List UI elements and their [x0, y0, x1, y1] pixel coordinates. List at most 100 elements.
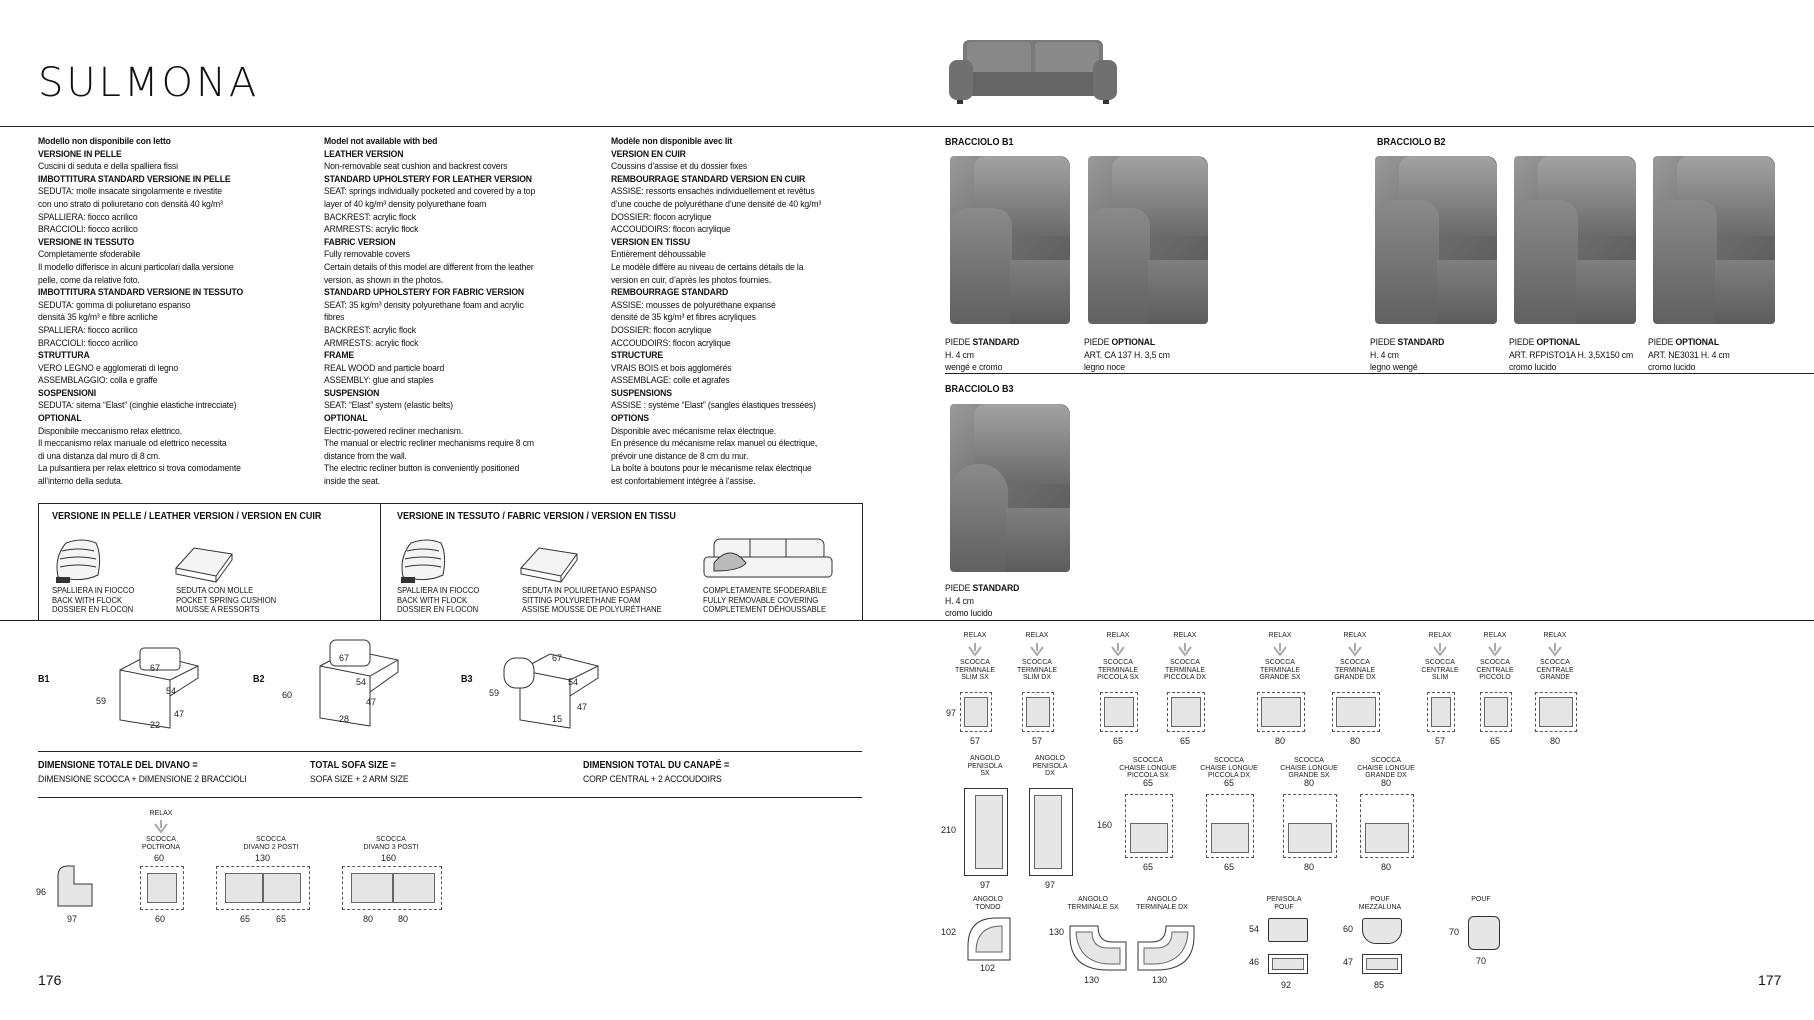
- spec-line: BRACCIOLI: fiocco acrilico: [38, 337, 138, 349]
- module-width: 65: [1179, 736, 1190, 746]
- module-seat: [351, 873, 393, 903]
- dim-b1-d2: 54: [166, 686, 177, 696]
- side-width-dim: 97: [67, 914, 78, 924]
- arm-diagram-b3: [490, 640, 620, 740]
- terminal-module[interactable]: [1535, 692, 1577, 732]
- module-seat: [1431, 697, 1451, 727]
- spec-heading: OPTIONAL: [38, 413, 82, 425]
- relax-arrow-icon: [1486, 643, 1504, 662]
- module-seat: [1272, 958, 1304, 970]
- penisola-pouf-top-view[interactable]: [1268, 954, 1308, 974]
- page-number-right: 177: [1758, 972, 1782, 988]
- module-seat: [147, 873, 177, 903]
- relax-label: RELAX: [963, 632, 987, 639]
- flock-back-icon: [52, 537, 104, 592]
- label-line: SCOCCA: [1371, 757, 1401, 764]
- mezzaluna-height-1: 60: [1343, 924, 1354, 934]
- spec-line: En présence du mécanisme relax manuel ou…: [611, 438, 818, 450]
- flock-back-icon: [397, 537, 449, 592]
- spec-line: Il meccanismo relax manuale od elettrico…: [38, 438, 227, 450]
- poltrona-bottom-width: 60: [155, 914, 166, 924]
- chaise-longue-module[interactable]: [1125, 794, 1173, 858]
- module-width: 80: [1303, 862, 1314, 872]
- spec-line: BACKREST: acrylic flock: [324, 211, 416, 223]
- caption-b2-optional-b: PIEDE OPTIONAL ART. NE3031 H. 4 cm cromo…: [1648, 337, 1792, 375]
- module-seat: [1261, 697, 1301, 727]
- pouf-mezzaluna-module[interactable]: [1362, 918, 1402, 944]
- caption-piede: PIEDE: [1370, 337, 1398, 348]
- angolo-term-dx-module[interactable]: [1136, 916, 1196, 977]
- angolo-penisola-module[interactable]: [1029, 788, 1073, 876]
- arm-b2-standard-photo: [1375, 156, 1497, 324]
- angolo-term-sx-module[interactable]: [1068, 916, 1128, 977]
- terminal-module[interactable]: [1332, 692, 1380, 732]
- relax-label: RELAX: [1428, 632, 1452, 639]
- angolo-penisola-module[interactable]: [964, 788, 1008, 876]
- spec-line: distance from the wall.: [324, 450, 407, 462]
- spec-line: La pulsantiera per relax elettrico si tr…: [38, 463, 241, 475]
- caption-piede: PIEDE: [945, 583, 973, 594]
- penisola-pouf-module[interactable]: [1268, 918, 1308, 942]
- angolo-tondo-label: ANGOLO TONDO: [963, 896, 1013, 911]
- penisola-height-2: 46: [1249, 957, 1260, 967]
- label-line: PENISOLA: [1266, 896, 1302, 903]
- spec-heading: STANDARD UPHOLSTERY FOR FABRIC VERSION: [324, 287, 525, 299]
- label-line: CENTRALE: [1536, 666, 1574, 674]
- caption-line: H. 4 cm: [1370, 349, 1399, 361]
- divano3-seat-a: 80: [363, 914, 374, 924]
- version-box-mid: [380, 503, 381, 620]
- label-line: CHAISE LONGUE: [1280, 764, 1338, 772]
- dim-b3-d2: 54: [568, 677, 579, 687]
- angolo-tondo-module[interactable]: [966, 916, 1012, 967]
- divano2-module[interactable]: [216, 866, 310, 910]
- label-line: DX: [1045, 770, 1055, 778]
- terminal-module[interactable]: [1480, 692, 1512, 732]
- caption-type: STANDARD: [972, 583, 1020, 594]
- label-line: POUF: [1370, 896, 1390, 903]
- terminal-module[interactable]: [1100, 692, 1138, 732]
- spec-line: VERO LEGNO e agglomerati di legno: [38, 362, 179, 374]
- label-line: CENTRALE: [1476, 666, 1514, 674]
- label-line: PENISOLA: [1032, 762, 1068, 770]
- row2-depth-b: 160: [1097, 820, 1113, 830]
- label-line: SLIM DX: [1022, 674, 1051, 682]
- label-line: GRANDE SX: [1259, 674, 1301, 682]
- spec-line: con uno strato di poliuretano con densit…: [38, 198, 223, 210]
- terminal-module[interactable]: [1022, 692, 1054, 732]
- spec-line: BACKREST: acrylic flock: [324, 324, 416, 336]
- terminal-module[interactable]: [1257, 692, 1305, 732]
- arm-label-b1: B1: [38, 674, 50, 685]
- fabric-removable-caption: COMPLETAMENTE SFODERABILE FULLY REMOVABL…: [703, 585, 827, 615]
- spec-line: ARMRESTS: acrylic flock: [324, 337, 419, 349]
- terminal-module[interactable]: [960, 692, 992, 732]
- spec-line: ASSEMBLAGGIO: colla e graffe: [38, 375, 158, 387]
- chaise-longue-module[interactable]: [1206, 794, 1254, 858]
- chaise-longue-module[interactable]: [1283, 794, 1337, 858]
- terminal-module[interactable]: [1427, 692, 1455, 732]
- caption-line: wengé e cromo: [945, 362, 1003, 374]
- label-line: ANGOLO: [970, 755, 1000, 762]
- pouf-mezzaluna-top-view[interactable]: [1362, 954, 1402, 974]
- module-seat: [263, 873, 301, 903]
- spec-line: SEDUTA: molle insacate singolarmente e r…: [38, 186, 222, 198]
- terminal-module[interactable]: [1167, 692, 1205, 732]
- dim-b3-d4: 47: [577, 702, 588, 712]
- caption-line: cromo lucido: [1509, 362, 1557, 374]
- spec-line: Entièrement déhoussable: [611, 249, 706, 261]
- caption-line: PIEDE OPTIONAL: [1648, 337, 1792, 350]
- chaise-longue-module[interactable]: [1360, 794, 1414, 858]
- divano3-module[interactable]: [342, 866, 442, 910]
- arm-label-b3: B3: [461, 674, 473, 685]
- angolo-tondo-height: 102: [941, 927, 957, 937]
- hero-sofa-image: [945, 30, 1120, 110]
- poltrona-module[interactable]: [140, 866, 184, 910]
- pouf-module[interactable]: [1468, 916, 1500, 950]
- label-line: SCOCCA: [1265, 659, 1295, 666]
- caption-line: H. 4 cm: [945, 349, 974, 361]
- spec-heading: SUSPENSION: [324, 387, 380, 399]
- arm-b2-optional-photo-b: [1653, 156, 1775, 324]
